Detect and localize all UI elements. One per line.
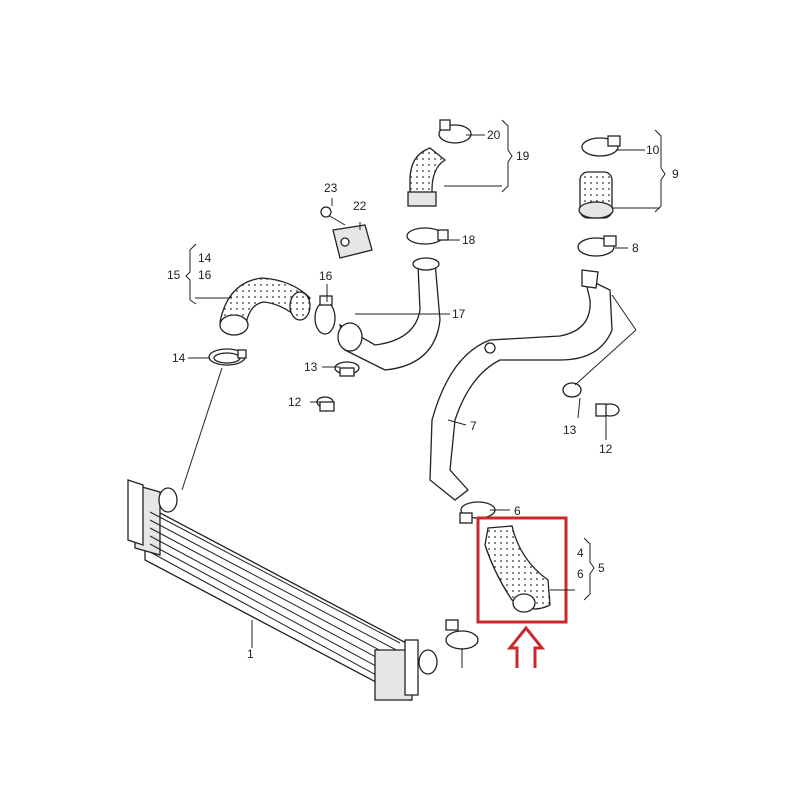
label-14-brace: 14 [198,251,212,265]
label-10: 10 [646,143,660,157]
label-18: 18 [462,233,476,247]
label-8: 8 [632,241,639,255]
label-19: 19 [516,149,530,163]
hose-clamp-10 [581,135,621,157]
labels: 1 4 5 6 6 7 8 9 10 12 12 13 13 14 14 15 … [167,128,679,661]
grommet-left [334,361,360,377]
label-14-clamp: 14 [172,351,186,365]
label-20: 20 [487,128,501,142]
label-9: 9 [672,167,679,181]
hose-9 [578,171,614,219]
bolt-left [316,396,335,412]
hose-clamp-lower-left [208,348,247,366]
label-12-left: 12 [288,395,302,409]
bolt-right [595,403,620,417]
hose-clamp-6-lower [445,619,479,650]
label-23: 23 [324,181,338,195]
grommet-right [562,382,582,398]
label-1: 1 [247,647,254,661]
hose-19 [407,147,447,207]
charge-air-pipe-17 [337,257,441,371]
charge-air-pipe-7 [429,269,613,501]
label-12-right: 12 [599,442,613,456]
label-6-brace: 6 [577,567,584,581]
hose-clamp-18 [406,227,449,245]
hose-clamp-8 [577,235,617,257]
label-13-left: 13 [304,360,318,374]
intercooler [127,479,438,702]
label-5: 5 [598,561,605,575]
leader-lines [181,119,666,668]
label-6-clamp: 6 [514,504,521,518]
hose-left-upper [219,277,311,336]
hose-clamp-20 [438,119,472,144]
hose-5 [484,525,551,613]
label-7: 7 [470,419,477,433]
label-17: 17 [452,307,466,321]
label-13-right: 13 [563,423,577,437]
label-22: 22 [353,199,367,213]
label-16-clamp: 16 [319,269,333,283]
label-15: 15 [167,268,181,282]
hose-clamp-16 [314,295,336,335]
label-16-brace: 16 [198,268,212,282]
highlight-arrow [506,625,546,668]
highlight-box [476,516,568,624]
label-4: 4 [577,546,584,560]
pressure-sensor [320,206,373,259]
